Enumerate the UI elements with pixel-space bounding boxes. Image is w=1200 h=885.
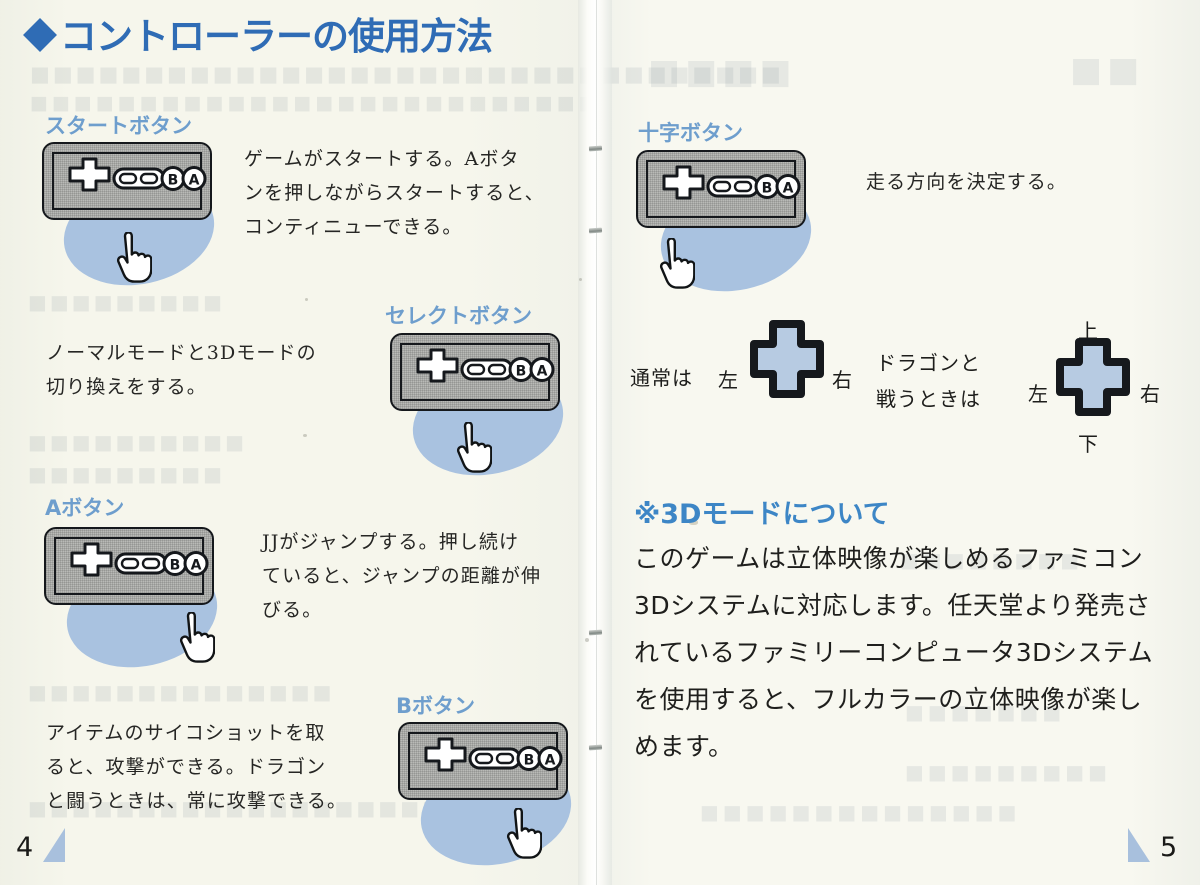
section-label-b-button: Bボタン — [396, 694, 476, 718]
dpad-diagram-normal — [748, 318, 826, 400]
staple-icon — [588, 744, 603, 751]
famicom-controller-icon: B A — [42, 142, 212, 220]
staple-icon — [588, 629, 603, 636]
paper-speck — [689, 520, 698, 525]
dpad-normal-right-label: 右 — [832, 368, 852, 392]
section-body-select: ノーマルモードと3Dモードの 切り換えをする。 — [46, 342, 317, 398]
svg-text:A: A — [783, 181, 794, 197]
pointing-hand-icon — [175, 612, 215, 664]
page-number-right: 5 — [1160, 832, 1178, 863]
section-label-a-button: Aボタン — [45, 496, 125, 520]
staple-icon — [588, 145, 603, 152]
binding-fold-line — [596, 0, 597, 885]
page-number-left: 4 — [16, 832, 34, 863]
page-title-text: コントローラーの使用方法 — [60, 15, 493, 58]
section-body-dpad: 走る方向を決定する。 — [866, 171, 1068, 193]
staple-icon — [588, 227, 603, 234]
svg-text:B: B — [762, 181, 773, 197]
dpad-dragon-left-label: 左 — [1028, 382, 1048, 406]
dpad-dragon-down-label: 下 — [1078, 432, 1098, 456]
dpad-dragon-up-label: 上 — [1078, 319, 1098, 343]
pointing-hand-icon — [452, 422, 492, 474]
section-body-b-button: アイテムのサイコショットを取 ると、攻撃ができる。ドラゴン と闘うときは、常に攻… — [46, 722, 348, 812]
svg-text:A: A — [545, 753, 556, 769]
binding-gutter — [578, 0, 612, 885]
pointing-hand-icon — [112, 232, 152, 284]
famicom-controller-icon: B A — [398, 722, 568, 800]
paper-speck — [585, 638, 589, 642]
famicom-controller-icon: B A — [390, 333, 560, 411]
page-title: コントローラーの使用方法 — [23, 6, 493, 60]
dpad-dragon-right-label: 右 — [1140, 382, 1160, 406]
svg-text:A: A — [537, 364, 548, 380]
folio-triangle-right — [1128, 828, 1150, 862]
section-label-start: スタートボタン — [45, 114, 192, 138]
section-body-a-button: JJがジャンプする。押し続け ていると、ジャンプの距離が伸 びる。 — [262, 531, 542, 621]
svg-text:B: B — [170, 558, 181, 574]
paper-speck — [579, 278, 582, 281]
pointing-hand-icon — [655, 238, 695, 290]
right-page-sheet — [600, 0, 1200, 885]
section-label-select: セレクトボタン — [385, 304, 532, 328]
famicom-controller-icon: B A — [44, 527, 214, 605]
mode-body-3d: このゲームは立体映像が楽しめるファミコン3Dシステムに対応します。任天堂より発売… — [634, 544, 1154, 761]
section-body-start: ゲームがスタートする。Aボタ ンを押しながらスタートすると、 コンティニューでき… — [244, 148, 545, 238]
paper-speck — [305, 298, 308, 301]
dpad-normal-prefix: 通常は — [630, 366, 693, 390]
pointing-hand-icon — [502, 808, 542, 860]
svg-text:B: B — [516, 364, 527, 380]
dpad-normal-left-label: 左 — [718, 368, 738, 392]
mode-heading-3d: ※3Dモードについて — [634, 499, 890, 530]
svg-text:B: B — [168, 173, 179, 189]
svg-text:A: A — [189, 173, 200, 189]
dpad-dragon-prefix: ドラゴンと 戦うときは — [876, 351, 981, 411]
folio-triangle-left — [43, 828, 65, 862]
dpad-diagram-dragon — [1054, 336, 1132, 418]
famicom-controller-icon: B A — [636, 150, 806, 228]
diamond-bullet-icon — [23, 18, 57, 52]
svg-text:B: B — [524, 753, 535, 769]
svg-text:A: A — [191, 558, 202, 574]
section-label-dpad: 十字ボタン — [638, 121, 743, 145]
paper-speck — [303, 434, 307, 437]
